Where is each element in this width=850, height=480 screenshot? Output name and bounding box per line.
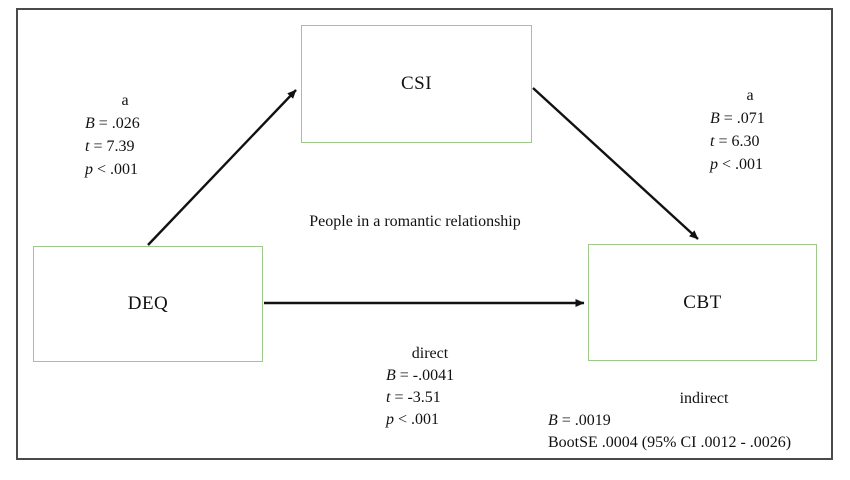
node-cbt: CBT	[588, 244, 817, 361]
stat-line: B = .071	[710, 110, 765, 127]
stat-line: BootSE .0004 (95% CI .0012 - .0026)	[548, 434, 792, 451]
diagram-caption: People in a romantic relationship	[309, 213, 521, 230]
stat-line: p < .001	[85, 161, 139, 178]
node-cbt-label: CBT	[683, 291, 722, 313]
path-label: a	[746, 87, 754, 104]
stat-line: B = .026	[85, 115, 140, 132]
stat-line: t = -3.51	[386, 389, 441, 406]
path-label: direct	[411, 345, 449, 362]
stat-line: t = 6.30	[710, 133, 760, 150]
stat-line: B = -.0041	[386, 367, 455, 384]
path-indirect-stats: indirect B = .0019 BootSE .0004 (95% CI …	[548, 388, 820, 454]
node-deq-label: DEQ	[127, 293, 169, 314]
path-a-left-stats: a B = .026 t = 7.39 p < .001	[85, 89, 165, 181]
path-label: a	[121, 92, 129, 109]
path-direct-stats: direct B = -.0041 t = -3.51 p < .001	[386, 343, 474, 431]
node-deq: DEQ	[33, 246, 263, 362]
stat-line: t = 7.39	[85, 138, 135, 155]
stat-line: p < .001	[710, 156, 764, 173]
stat-line: p < .001	[386, 411, 440, 428]
path-label: indirect	[679, 390, 729, 407]
node-csi: CSI	[301, 25, 532, 143]
stat-line: B = .0019	[548, 412, 611, 429]
node-csi-label: CSI	[400, 73, 433, 94]
path-a-right-stats: a B = .071 t = 6.30 p < .001	[710, 84, 790, 176]
